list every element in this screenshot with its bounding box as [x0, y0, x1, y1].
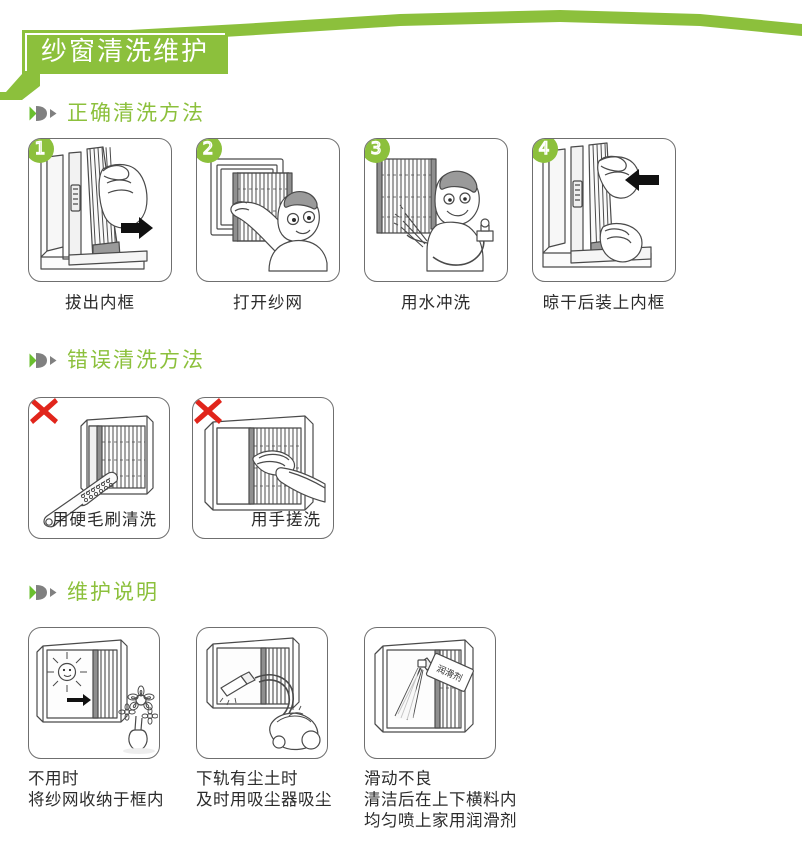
- step-caption-3: 用水冲洗: [401, 293, 471, 312]
- maintenance-caption-1: 不用时 将纱网收纳于框内: [28, 769, 164, 810]
- page-header: 纱窗清洗维护: [0, 0, 802, 100]
- wrong-card-1: 用硬毛刷清洗: [28, 397, 170, 539]
- maintenance-card-2: 下轨有尘土时 及时用吸尘器吸尘: [196, 627, 332, 810]
- section-title-maintenance: 维护说明: [67, 579, 159, 604]
- steps-row: 1 拔出内框: [0, 138, 802, 313]
- section-title-wrong: 错误清洗方法: [67, 347, 205, 372]
- maintenance-card-3: 润滑剂 滑动不良 清洁后在上下横料内 均匀喷上家用润滑剂: [364, 627, 517, 831]
- section-header-correct: 正确清洗方法: [0, 98, 802, 128]
- step-badge-2: 2: [197, 139, 222, 163]
- step-illustration-2: 2: [196, 138, 340, 282]
- step-illustration-4: 4: [532, 138, 676, 282]
- maintenance-caption-2: 下轨有尘土时 及时用吸尘器吸尘: [196, 769, 332, 810]
- step-illustration-3: 3: [364, 138, 508, 282]
- red-x-icon: [30, 398, 58, 424]
- step-caption-4: 晾干后装上内框: [542, 293, 666, 312]
- maintenance-illustration-1: [28, 627, 160, 759]
- green-arrow-bullet-icon: [29, 584, 57, 600]
- maintenance-items-row: 不用时 将纱网收纳于框内: [0, 627, 802, 831]
- wrong-caption-2: 用手搓洗: [251, 510, 321, 529]
- wrong-illustration-2: 用手搓洗: [192, 397, 334, 539]
- wrong-illustration-1: 用硬毛刷清洗: [28, 397, 170, 539]
- maintenance-caption-3: 滑动不良 清洁后在上下横料内 均匀喷上家用润滑剂: [364, 769, 517, 831]
- section-header-maintenance: 维护说明: [0, 577, 802, 607]
- red-x-icon: [194, 398, 222, 424]
- wrong-items-row: 用硬毛刷清洗: [0, 397, 802, 539]
- maintenance-card-1: 不用时 将纱网收纳于框内: [28, 627, 164, 810]
- green-arrow-bullet-icon: [29, 352, 57, 368]
- step-caption-1: 拔出内框: [65, 293, 135, 312]
- step-illustration-1: 1: [28, 138, 172, 282]
- step-badge-1: 1: [29, 139, 54, 163]
- maintenance-illustration-3: 润滑剂: [364, 627, 496, 759]
- step-card-4: 4 晾干后装上内框: [532, 138, 676, 313]
- maintenance-illustration-2: [196, 627, 328, 759]
- step-badge-4: 4: [533, 139, 558, 163]
- page-title: 纱窗清洗维护: [40, 37, 209, 67]
- section-title-correct: 正确清洗方法: [67, 100, 205, 125]
- wrong-card-2: 用手搓洗: [192, 397, 334, 539]
- section-correct-cleaning: 正确清洗方法: [0, 98, 802, 313]
- step-card-3: 3 用水冲洗: [364, 138, 508, 313]
- step-card-1: 1 拔出内框: [28, 138, 172, 313]
- wrong-caption-1: 用硬毛刷清洗: [52, 510, 157, 529]
- step-card-2: 2 打开纱网: [196, 138, 340, 313]
- page-title-box: 纱窗清洗维护: [22, 30, 228, 74]
- step-caption-2: 打开纱网: [233, 293, 303, 312]
- section-header-wrong: 错误清洗方法: [0, 345, 802, 375]
- section-maintenance: 维护说明: [0, 577, 802, 831]
- section-wrong-cleaning: 错误清洗方法: [0, 345, 802, 539]
- green-arrow-bullet-icon: [29, 105, 57, 121]
